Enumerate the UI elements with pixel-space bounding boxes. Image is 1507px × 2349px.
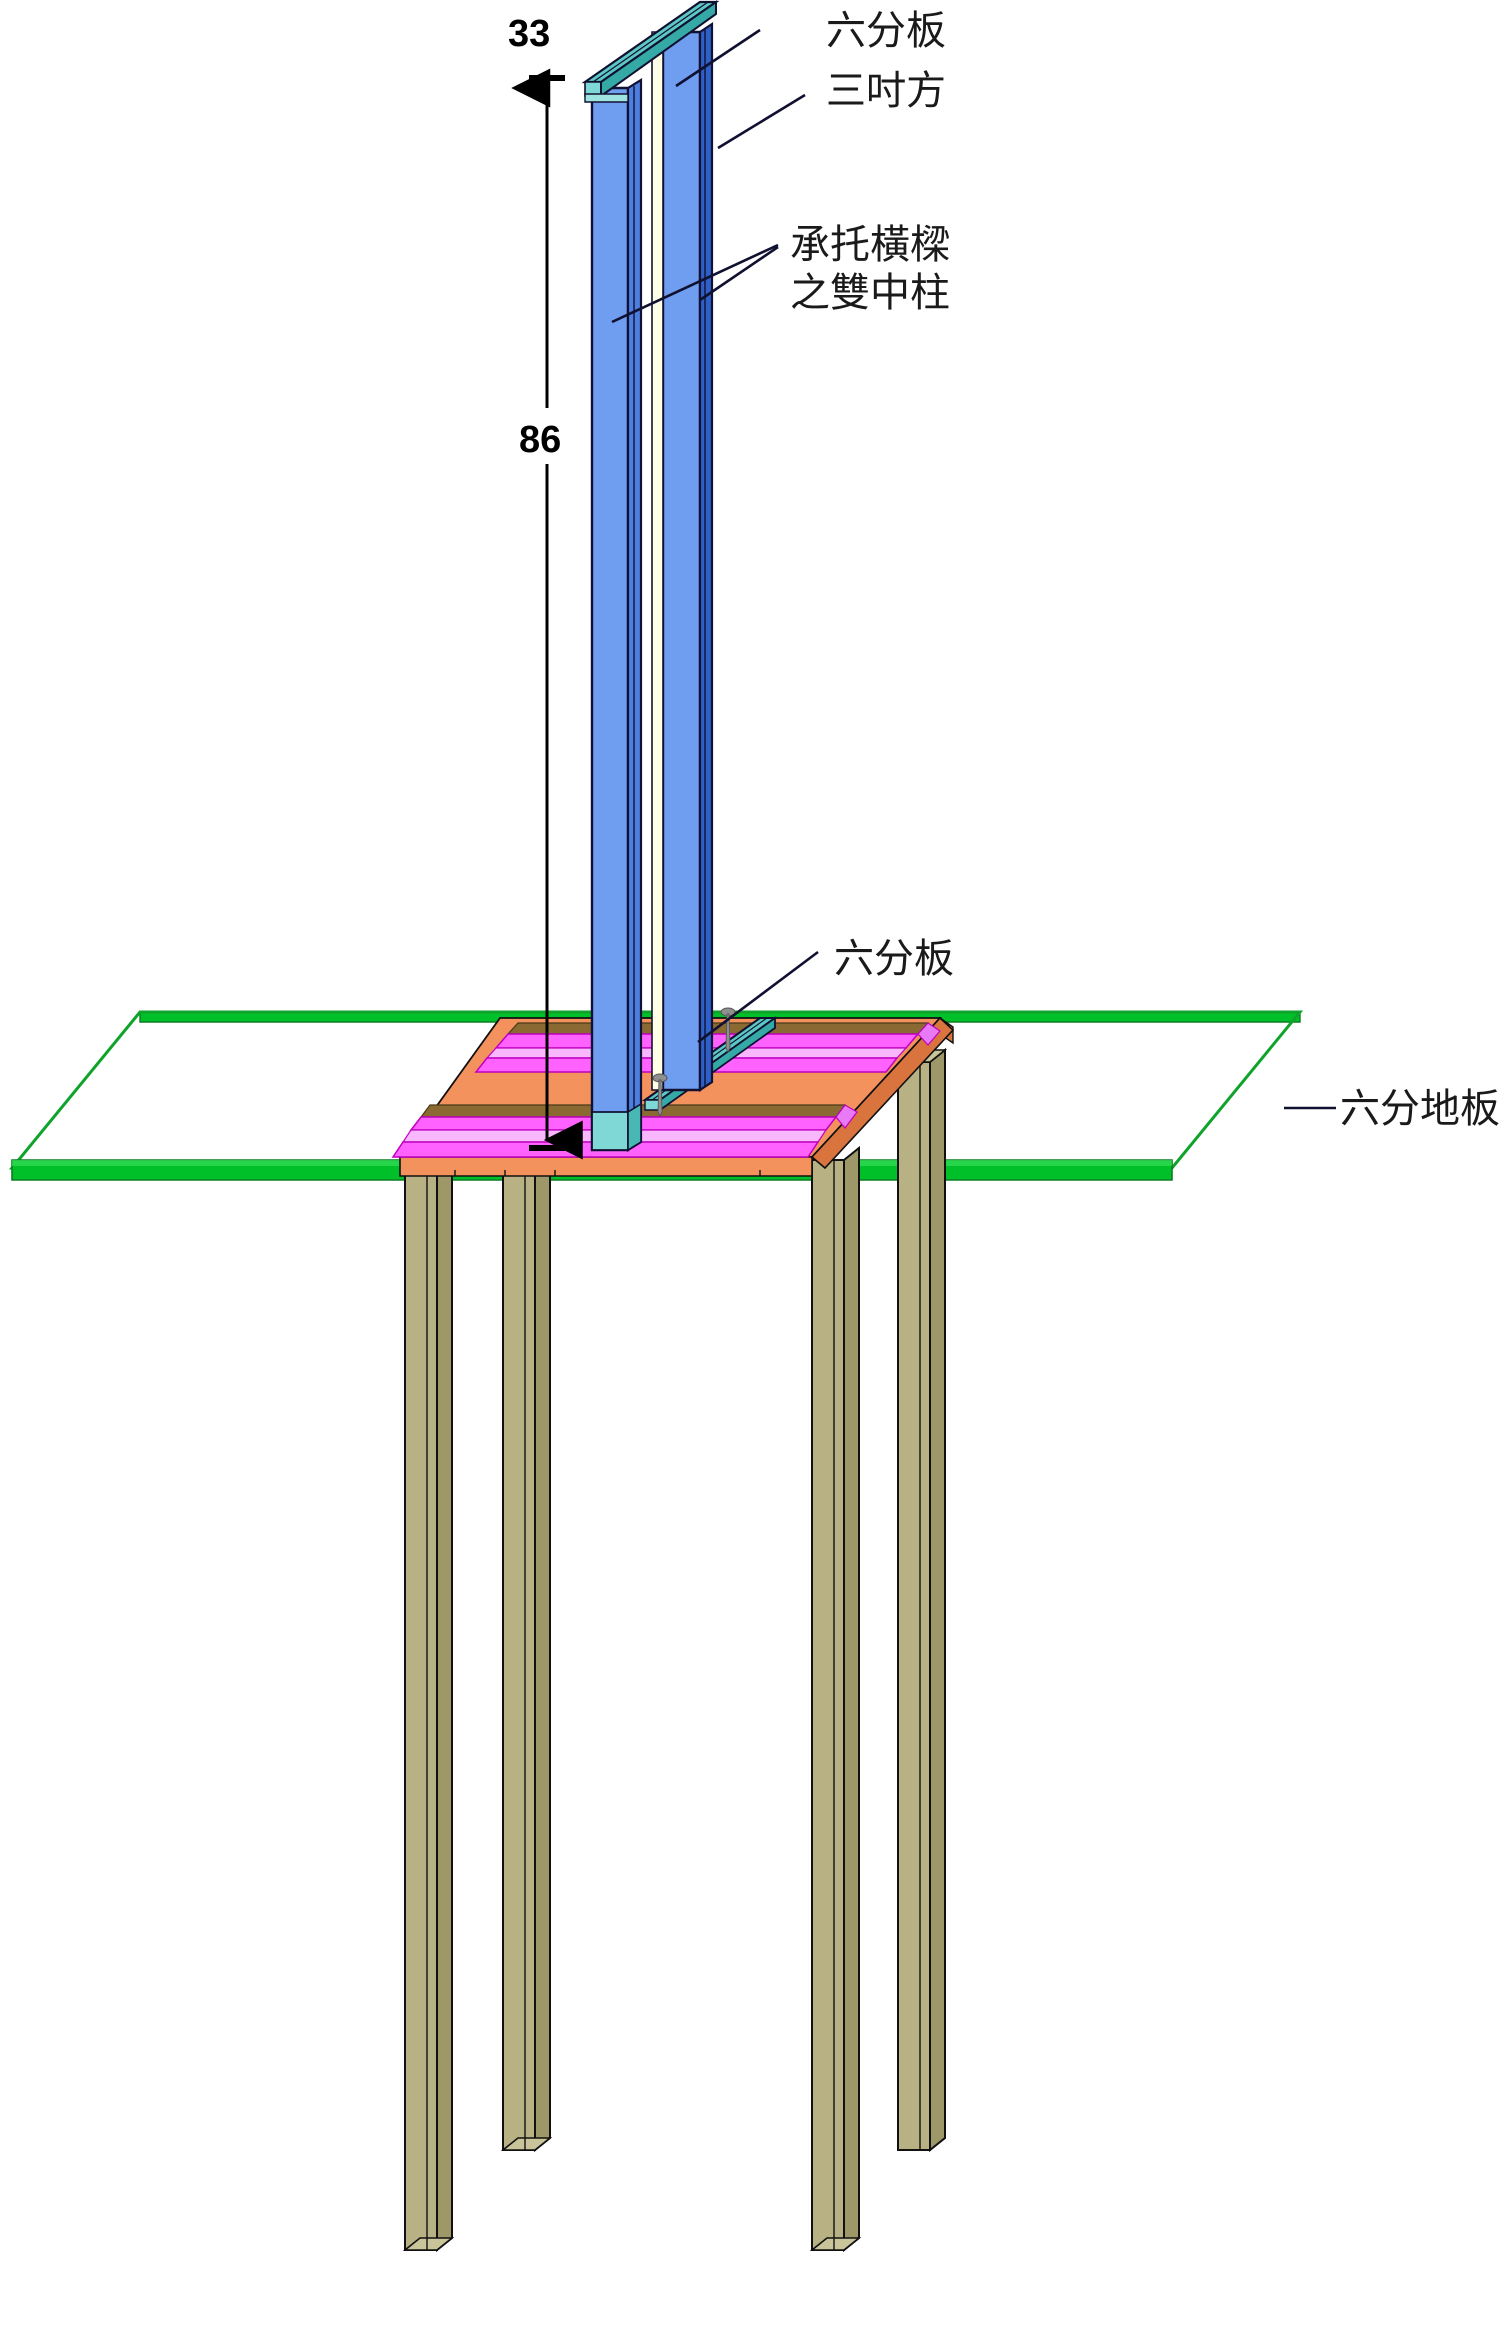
top-plate-front-edge [600, 0, 717, 98]
double-center-posts [590, 21, 714, 1152]
annotation-text-group: 六分板 三吋方 承托橫樑 之雙中柱 六分板 六分地板 [790, 8, 1500, 1132]
top-plate-six-fen-board [581, 0, 720, 103]
label-top-plate: 六分板 [826, 8, 946, 54]
leader-top-plate [675, 28, 761, 88]
leader-base-gusset [697, 950, 819, 1044]
olive-legs-group [402, 1047, 948, 2253]
dimension-width-33: 33 [508, 13, 550, 55]
nail-head-icon-1 [720, 1007, 736, 1054]
nail-head-icon-2 [652, 1073, 668, 1118]
post-right-three-inch-square[interactable] [651, 21, 714, 1093]
leader-three-inch-square [717, 93, 806, 150]
leader-double-posts-a [611, 243, 779, 324]
dimension-value-86: 86 [519, 419, 561, 461]
leg-front-left [402, 1145, 455, 2253]
dimension-height-86: 86 [511, 68, 584, 1160]
label-base-gusset: 六分板 [834, 936, 954, 982]
leg-back-right [895, 1047, 948, 2153]
leg-front-right [809, 1145, 862, 2253]
platform-front-ticks [454, 1170, 761, 1176]
base-platform-front-edge [399, 1156, 813, 1177]
post-left-base-shoe [591, 1111, 629, 1151]
label-double-center-posts-line2: 之雙中柱 [790, 270, 950, 316]
label-floor-board: 六分地板 [1340, 1086, 1500, 1132]
label-three-inch-square: 三吋方 [826, 68, 946, 114]
top-plate-under-ledge [584, 93, 629, 103]
post-right-face [661, 30, 702, 1092]
leader-double-posts-b [699, 245, 779, 302]
post-left-three-inch-square[interactable] [590, 78, 643, 1152]
fasteners-group [652, 1007, 736, 1118]
post-right-side [698, 21, 714, 1093]
post-right-inner-gap [651, 31, 664, 1091]
post-left-face [590, 86, 630, 1152]
annotation-leaders [611, 28, 1336, 1110]
leg-back-left [500, 1047, 553, 2153]
label-double-center-posts-line1: 承托橫樑 [790, 222, 950, 268]
dimension-value-33: 33 [508, 13, 550, 55]
